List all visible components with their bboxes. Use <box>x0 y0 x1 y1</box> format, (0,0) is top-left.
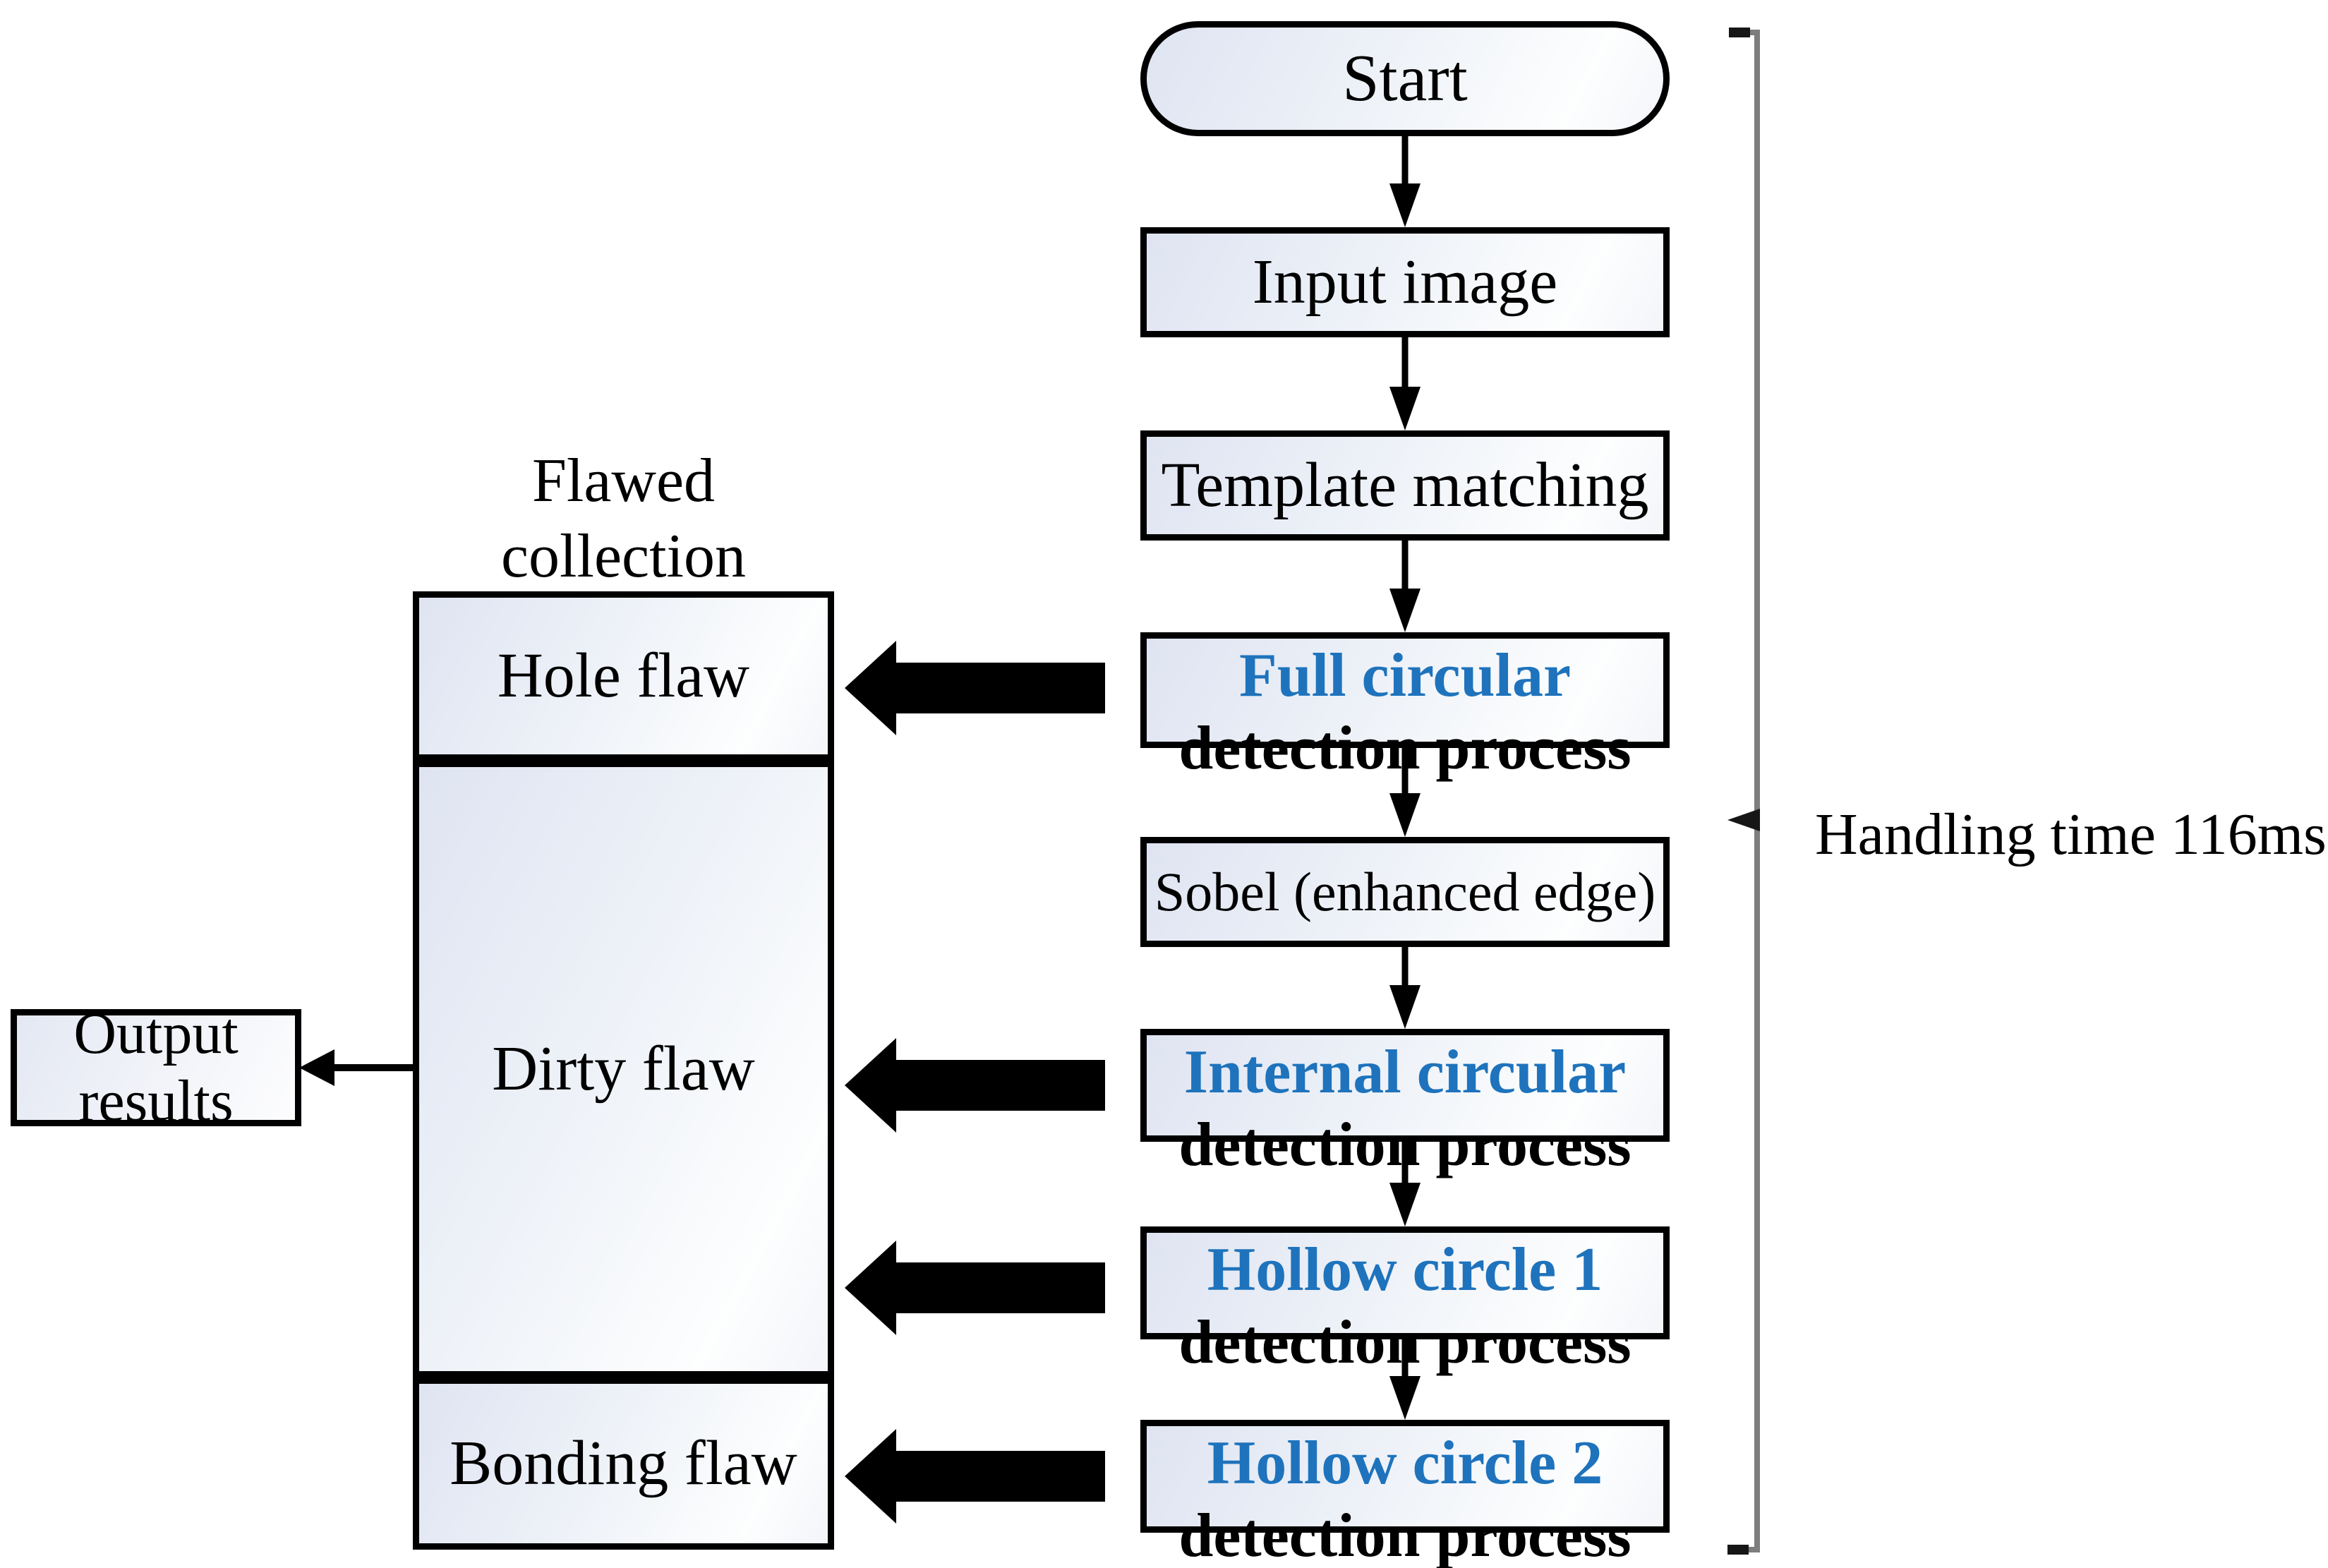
start-label: Start <box>1342 42 1468 116</box>
block-arrow-full-to-hole <box>845 641 1105 735</box>
handling-time-bracket <box>1727 28 1760 1555</box>
hollow-circle-1-line2: detection process <box>1178 1308 1632 1377</box>
bonding-flaw-label: Bonding flaw <box>450 1428 797 1498</box>
node-hollow-circle-2: Hollow circle 2 detection process <box>1140 1420 1670 1568</box>
node-hollow-circle-1: Hollow circle 1 detection process <box>1140 1226 1670 1377</box>
node-template-matching: Template matching <box>1140 430 1670 541</box>
input-image-label: Input image <box>1252 246 1558 317</box>
full-circular-line2: detection process <box>1178 714 1632 783</box>
hollow-circle-2-line2: detection process <box>1178 1502 1632 1568</box>
flawed-collection-heading-line1: Flawed <box>531 447 716 515</box>
node-sobel: Sobel (enhanced edge) <box>1140 837 1670 947</box>
node-dirty-flaw: Dirty flaw <box>413 761 834 1377</box>
template-matching-label: Template matching <box>1161 450 1649 520</box>
sobel-label: Sobel (enhanced edge) <box>1154 861 1656 923</box>
node-start: Start <box>1140 21 1670 136</box>
dirty-flaw-label: Dirty flaw <box>492 1033 755 1104</box>
hollow-circle-2-line1: Hollow circle 2 <box>1207 1429 1603 1497</box>
node-input-image: Input image <box>1140 227 1670 337</box>
internal-circular-line1: Internal circular <box>1183 1038 1627 1106</box>
output-results-line1: Output <box>73 1001 239 1066</box>
handling-time-label: Handling time 116ms <box>1815 802 2327 867</box>
full-circular-line1: Full circular <box>1238 641 1572 710</box>
flawed-collection-heading: Flawed collection <box>413 443 834 594</box>
node-full-circular: Full circular detection process <box>1140 632 1670 783</box>
flow-connector-arrow <box>1389 136 1421 1420</box>
block-arrow-hollow2-to-bonding <box>845 1429 1105 1524</box>
node-bonding-flaw: Bonding flaw <box>413 1377 834 1550</box>
output-results-line2: results <box>78 1068 234 1134</box>
node-output-results: Output results <box>11 1001 301 1134</box>
hollow-circle-1-line1: Hollow circle 1 <box>1207 1236 1603 1304</box>
output-arrow <box>299 1049 413 1086</box>
block-arrow-internal-to-dirty <box>845 1038 1105 1133</box>
flawed-collection-heading-line2: collection <box>501 522 746 591</box>
block-arrow-hollow1-to-dirty <box>845 1241 1105 1335</box>
node-hole-flaw: Hole flaw <box>413 591 834 761</box>
node-internal-circular: Internal circular detection process <box>1140 1029 1670 1179</box>
hole-flaw-label: Hole flaw <box>497 640 750 711</box>
internal-circular-line2: detection process <box>1178 1111 1632 1179</box>
